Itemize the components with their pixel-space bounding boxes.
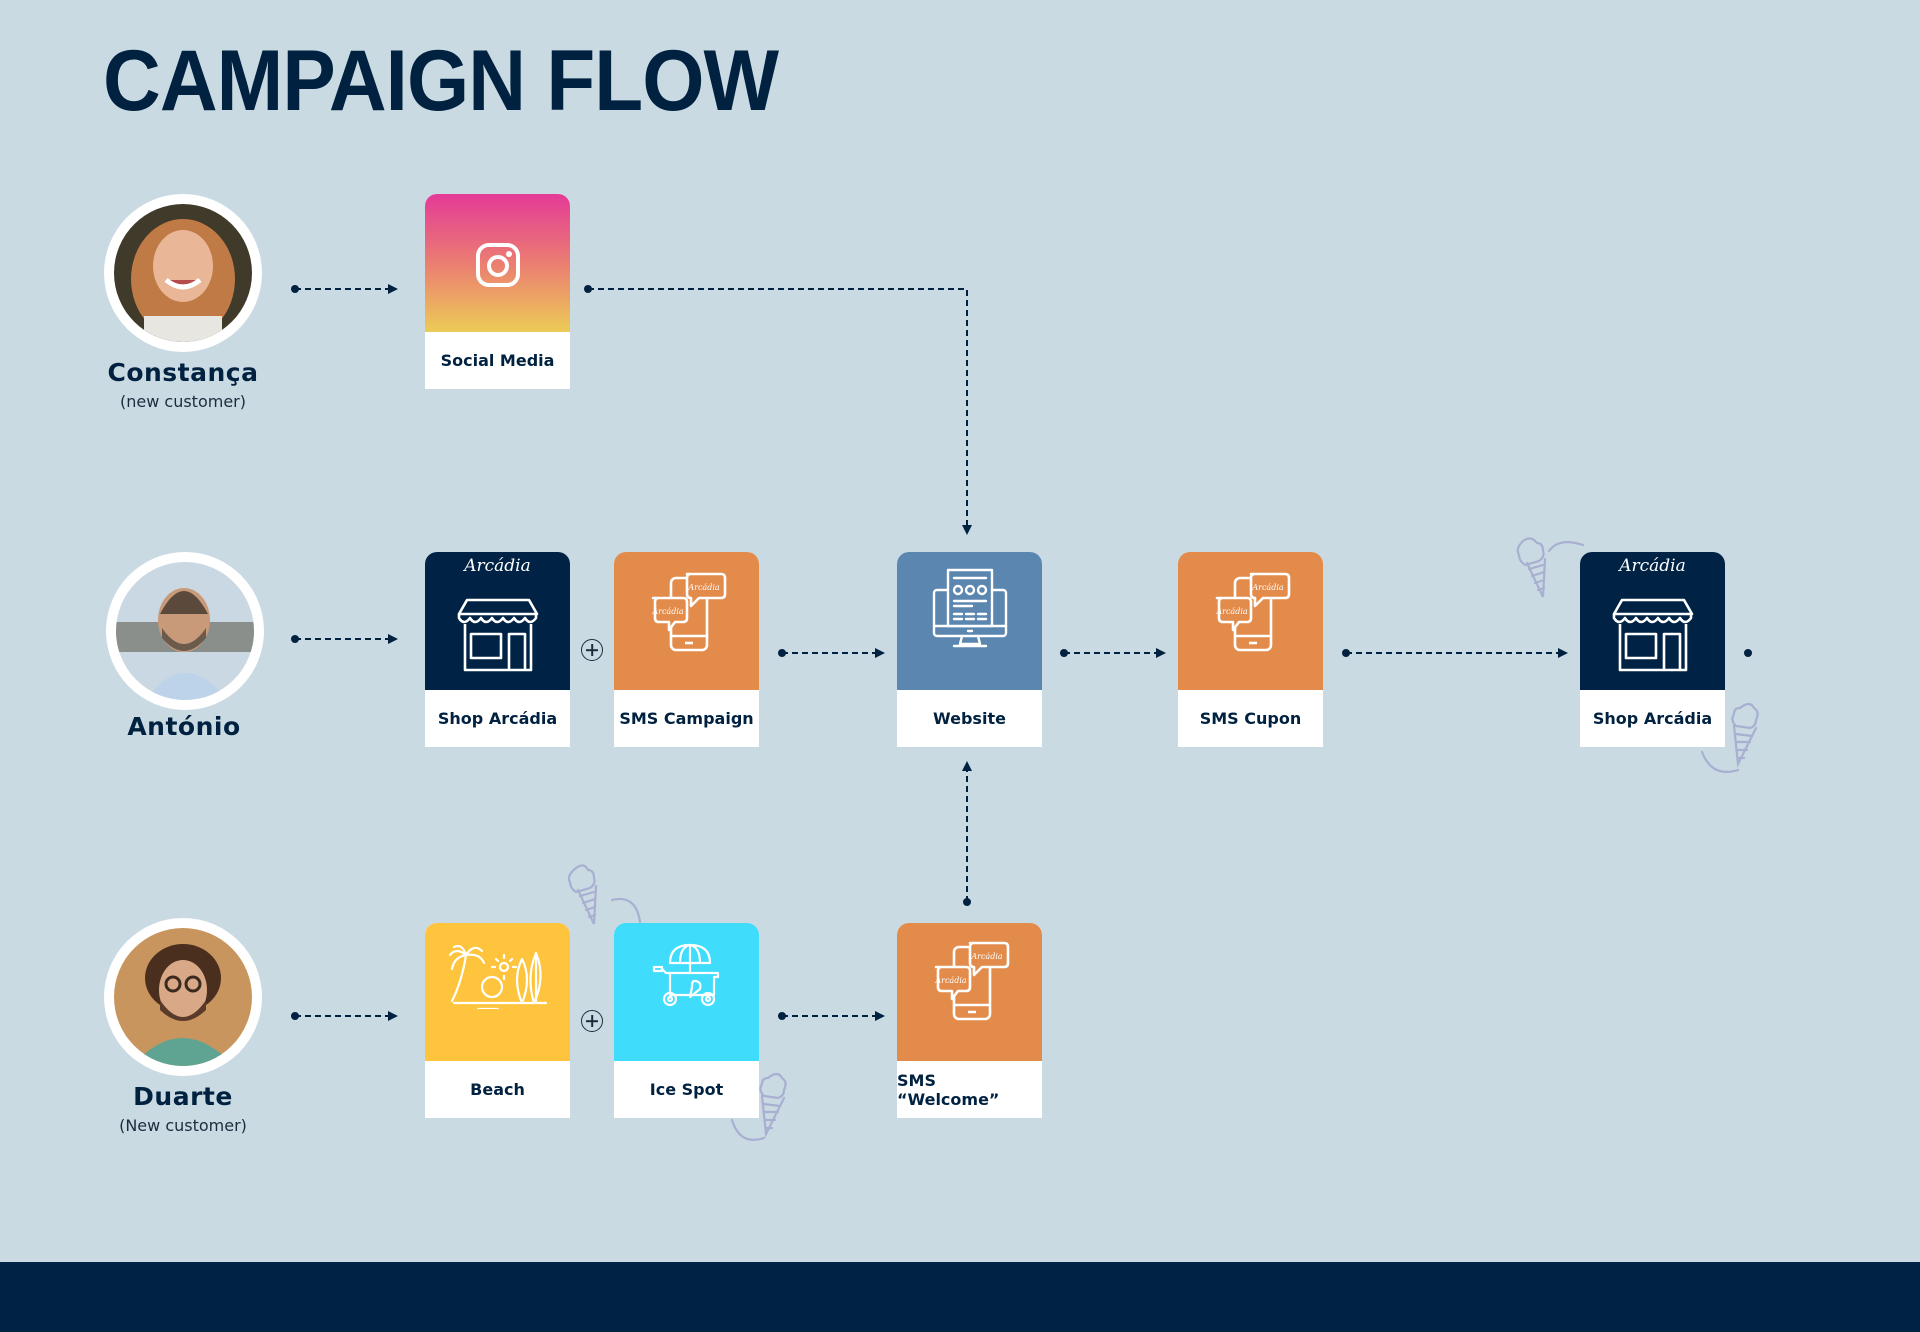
card-label: SMS Cupon [1178,690,1323,747]
avatar-constanca [104,194,262,352]
card-header [425,923,570,1061]
card-header: Arcádia Arcádia [614,552,759,690]
phone-chat-icon: Arcádia Arcádia [1215,572,1290,652]
card-label: Ice Spot [614,1061,759,1118]
card-beach[interactable]: Beach [425,923,570,1118]
ice-cream-decoration-icon [1516,537,1585,598]
card-sms-welcome[interactable]: Arcádia Arcádia SMS “Welcome” [897,923,1042,1118]
storefront-icon [457,598,538,672]
avatar-antonio [106,552,264,710]
card-label: Shop Arcádia [425,690,570,747]
card-header [425,194,570,332]
svg-text:Arcádia: Arcádia [1251,583,1284,592]
persona-name: Duarte [133,1082,233,1111]
avatar-duarte [104,918,262,1076]
avatar-photo [114,204,252,342]
svg-text:Arcádia: Arcádia [1215,607,1248,616]
card-label: Shop Arcádia [1580,690,1725,747]
card-shop-arcadia[interactable]: Arcádia Shop Arcádia [425,552,570,747]
ice-cream-cart-icon [652,943,719,1007]
instagram-icon [475,243,520,287]
card-label: Beach [425,1061,570,1118]
persona-subtitle: (New customer) [119,1116,247,1135]
card-label: Social Media [425,332,570,389]
footer-bar [0,1262,1920,1332]
card-sms-cupon[interactable]: Arcádia Arcádia SMS Cupon [1178,552,1323,747]
card-label: Website [897,690,1042,747]
ice-cream-decoration-icon [568,864,642,925]
card-header: Arcádia Arcádia [897,923,1042,1061]
card-website[interactable]: Website [897,552,1042,747]
card-header [897,552,1042,690]
arrow-social-media-to-website [588,288,972,535]
card-label: SMS “Welcome” [897,1061,1042,1118]
card-shop-arcadia[interactable]: Arcádia Shop Arcádia [1580,552,1725,747]
brand-logo: Arcádia [1619,556,1686,576]
plus-icon [581,639,603,661]
persona-subtitle: (new customer) [120,392,246,411]
ice-cream-decoration-icon [1700,702,1759,773]
page-title: CAMPAIGN FLOW [103,33,779,129]
card-header: Arcádia Arcádia [1178,552,1323,690]
brand-logo: Arcádia [464,556,531,576]
svg-text:Arcádia: Arcádia [687,583,720,592]
svg-text:Arcádia: Arcádia [651,607,684,616]
svg-text:Arcádia: Arcádia [934,976,967,985]
beach-icon [448,944,547,1009]
card-header: Arcádia [425,552,570,690]
card-sms-campaign[interactable]: Arcádia Arcádia SMS Campaign [614,552,759,747]
svg-text:Arcádia: Arcádia [970,952,1003,961]
avatar-photo [114,928,252,1066]
desktop-website-icon [932,568,1007,648]
persona-name: António [127,712,241,741]
storefront-icon [1612,598,1693,672]
card-header: Arcádia [1580,552,1725,690]
avatar-photo [116,562,254,700]
card-ice-spot[interactable]: Ice Spot [614,923,759,1118]
card-social-media[interactable]: Social Media [425,194,570,389]
phone-chat-icon: Arcádia Arcádia [934,941,1009,1021]
plus-icon [581,1010,603,1032]
persona-name: Constança [107,358,259,387]
card-label: SMS Campaign [614,690,759,747]
card-header [614,923,759,1061]
phone-chat-icon: Arcádia Arcádia [651,572,726,652]
ice-cream-decoration-icon [730,1072,787,1141]
